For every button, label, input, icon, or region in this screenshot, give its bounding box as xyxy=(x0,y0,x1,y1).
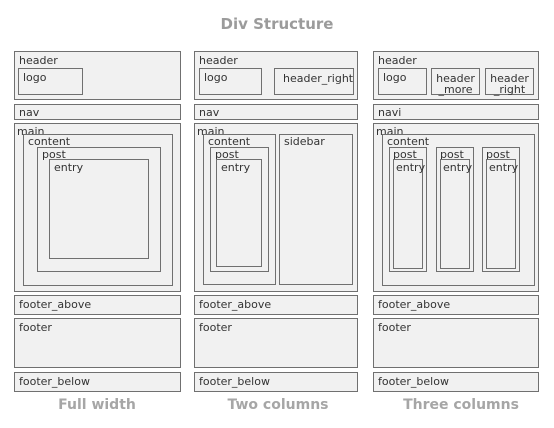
header-box: header logo header _more header _right xyxy=(373,51,539,100)
header-box: header logo header_right xyxy=(194,51,358,100)
post-box: post entry xyxy=(389,147,427,272)
footer-below-box: footer_below xyxy=(373,372,539,392)
caption-two-columns: Two columns xyxy=(227,397,329,413)
entry-box: entry xyxy=(486,159,518,269)
entry-box: entry xyxy=(216,159,262,267)
content-box: content post entry post entry post entry xyxy=(382,134,535,286)
logo-box: logo xyxy=(199,68,262,95)
header-right-box: header _right xyxy=(485,68,534,95)
logo-box: logo xyxy=(378,68,427,95)
content-box: content post entry xyxy=(203,134,276,285)
content-box: content post entry xyxy=(23,134,173,286)
entry-box: entry xyxy=(393,159,425,269)
footer-above-box: footer_above xyxy=(194,295,358,315)
main-box: main content post entry xyxy=(14,123,181,292)
nav-box: nav xyxy=(194,104,358,120)
footer-below-box: footer_below xyxy=(14,372,181,392)
post-box: post entry xyxy=(436,147,474,272)
header-more-box: header _more xyxy=(431,68,480,95)
entry-box: entry xyxy=(49,159,149,259)
caption-full-width: Full width xyxy=(58,397,136,413)
post-box: post entry xyxy=(482,147,520,272)
footer-box: footer xyxy=(373,318,539,368)
footer-box: footer xyxy=(194,318,358,368)
footer-above-box: footer_above xyxy=(373,295,539,315)
nav-box: nav xyxy=(14,104,181,120)
main-box: main content post entry sidebar xyxy=(194,123,358,292)
footer-below-box: footer_below xyxy=(194,372,358,392)
footer-box: footer xyxy=(14,318,181,368)
main-box: main content post entry post entry post … xyxy=(373,123,539,292)
nav-box: navi xyxy=(373,104,539,120)
caption-three-columns: Three columns xyxy=(403,397,519,413)
footer-above-box: footer_above xyxy=(14,295,181,315)
logo-box: logo xyxy=(18,68,83,95)
diagram-title: Div Structure xyxy=(220,15,334,33)
entry-box: entry xyxy=(440,159,472,269)
header-box: header logo xyxy=(14,51,181,100)
header-right-box: header_right xyxy=(274,68,354,95)
post-box: post entry xyxy=(210,147,269,272)
post-box: post entry xyxy=(37,147,161,272)
sidebar-box: sidebar xyxy=(279,134,353,285)
